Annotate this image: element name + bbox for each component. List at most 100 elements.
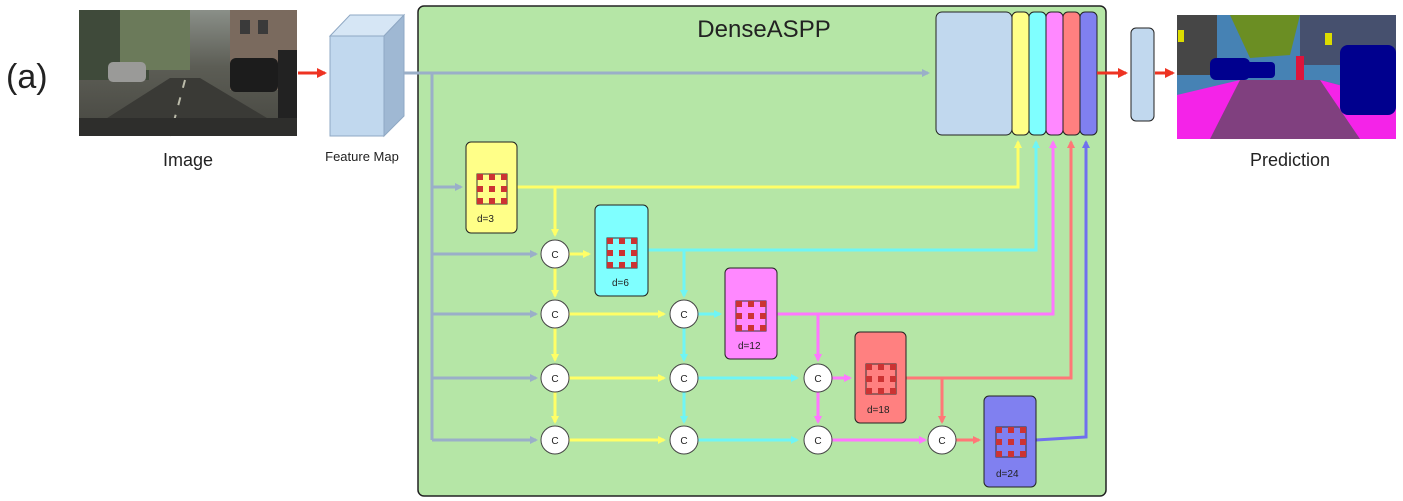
kernel-cell — [760, 325, 766, 331]
kernel-cell — [489, 198, 495, 204]
concat-node: C — [927, 425, 957, 455]
classifier-block — [1130, 27, 1155, 122]
kernel-cell — [477, 198, 483, 204]
dilation-label: d=3 — [477, 214, 494, 225]
panel-label: (a) — [6, 58, 48, 96]
conv-layer-d12: d=12 — [724, 267, 778, 360]
dilated-kernel-icon — [606, 237, 638, 269]
kernel-cell — [501, 174, 507, 180]
concat-node: C — [803, 363, 833, 393]
concat-node: C — [540, 425, 570, 455]
kernel-cell — [748, 325, 754, 331]
blue-connection — [1035, 140, 1090, 442]
concat-symbol: C — [551, 374, 558, 385]
kernel-cell — [866, 388, 872, 394]
layer-output-slot — [1011, 11, 1030, 136]
salmon-connections — [906, 140, 1075, 444]
conv-layer-d3: d=3 — [465, 141, 518, 234]
kernel-cell — [866, 376, 872, 382]
kernel-cell — [996, 427, 1002, 433]
conv-layer-d6: d=6 — [594, 204, 649, 297]
kernel-cell — [607, 238, 613, 244]
concatenated-features — [935, 11, 1098, 136]
concat-symbol: C — [551, 310, 558, 321]
kernel-cell — [736, 313, 742, 319]
concat-symbol: C — [680, 436, 687, 447]
dilated-kernel-icon — [995, 426, 1027, 458]
kernel-cell — [760, 301, 766, 307]
kernel-cell — [477, 186, 483, 192]
feature-map-block — [328, 13, 406, 138]
kernel-cell — [631, 262, 637, 268]
kernel-cell — [1008, 439, 1014, 445]
conv-layer-d18: d=18 — [854, 331, 907, 424]
feature-map-slot — [935, 11, 1013, 136]
kernel-cell — [890, 388, 896, 394]
magenta-connections — [777, 140, 1057, 444]
kernel-cell — [631, 250, 637, 256]
concat-symbol: C — [680, 374, 687, 385]
prediction-image — [1177, 15, 1396, 139]
kernel-cell — [878, 364, 884, 370]
feature-map-caption: Feature Map — [325, 149, 399, 164]
concat-node: C — [669, 425, 699, 455]
kernel-cell — [878, 388, 884, 394]
kernel-cell — [1020, 427, 1026, 433]
concat-symbol: C — [551, 436, 558, 447]
kernel-cell — [1020, 439, 1026, 445]
kernel-cell — [1008, 427, 1014, 433]
kernel-cell — [489, 174, 495, 180]
kernel-cell — [501, 186, 507, 192]
yellow-connections — [517, 140, 1022, 444]
dilated-kernel-icon — [865, 363, 897, 395]
kernel-cell — [878, 376, 884, 382]
dilation-label: d=18 — [867, 405, 890, 416]
kernel-cell — [996, 451, 1002, 457]
kernel-cell — [501, 198, 507, 204]
module-title: DenseASPP — [697, 16, 830, 43]
layer-output-slot — [1062, 11, 1081, 136]
kernel-cell — [748, 301, 754, 307]
concat-node: C — [669, 299, 699, 329]
conv-layer-d24: d=24 — [983, 395, 1037, 488]
kernel-cell — [866, 364, 872, 370]
concat-node: C — [803, 425, 833, 455]
kernel-cell — [748, 313, 754, 319]
kernel-cell — [736, 301, 742, 307]
kernel-cell — [736, 325, 742, 331]
dilated-kernel-icon — [735, 300, 767, 332]
kernel-cell — [607, 250, 613, 256]
layer-output-slot — [1045, 11, 1064, 136]
concat-symbol: C — [551, 250, 558, 261]
kernel-cell — [760, 313, 766, 319]
dilated-kernel-icon — [476, 173, 508, 205]
dilation-label: d=6 — [612, 278, 629, 289]
kernel-cell — [619, 250, 625, 256]
concat-node: C — [540, 239, 570, 269]
kernel-cell — [489, 186, 495, 192]
concat-symbol: C — [938, 436, 945, 447]
concat-node: C — [540, 299, 570, 329]
kernel-cell — [607, 262, 613, 268]
concat-node: C — [669, 363, 699, 393]
kernel-cell — [1008, 451, 1014, 457]
kernel-cell — [996, 439, 1002, 445]
dilation-label: d=24 — [996, 469, 1019, 480]
kernel-cell — [890, 376, 896, 382]
concat-symbol: C — [814, 374, 821, 385]
concat-node: C — [540, 363, 570, 393]
concat-symbol: C — [680, 310, 687, 321]
kernel-cell — [631, 238, 637, 244]
dilation-label: d=12 — [738, 341, 761, 352]
kernel-cell — [619, 262, 625, 268]
layer-output-slot — [1028, 11, 1047, 136]
kernel-cell — [477, 174, 483, 180]
input-image — [79, 10, 297, 137]
feature-map-connections — [404, 69, 930, 444]
concat-symbol: C — [814, 436, 821, 447]
layer-output-slot — [1079, 11, 1098, 136]
kernel-cell — [619, 238, 625, 244]
kernel-cell — [1020, 451, 1026, 457]
kernel-cell — [890, 364, 896, 370]
cyan-connections — [648, 140, 1040, 444]
